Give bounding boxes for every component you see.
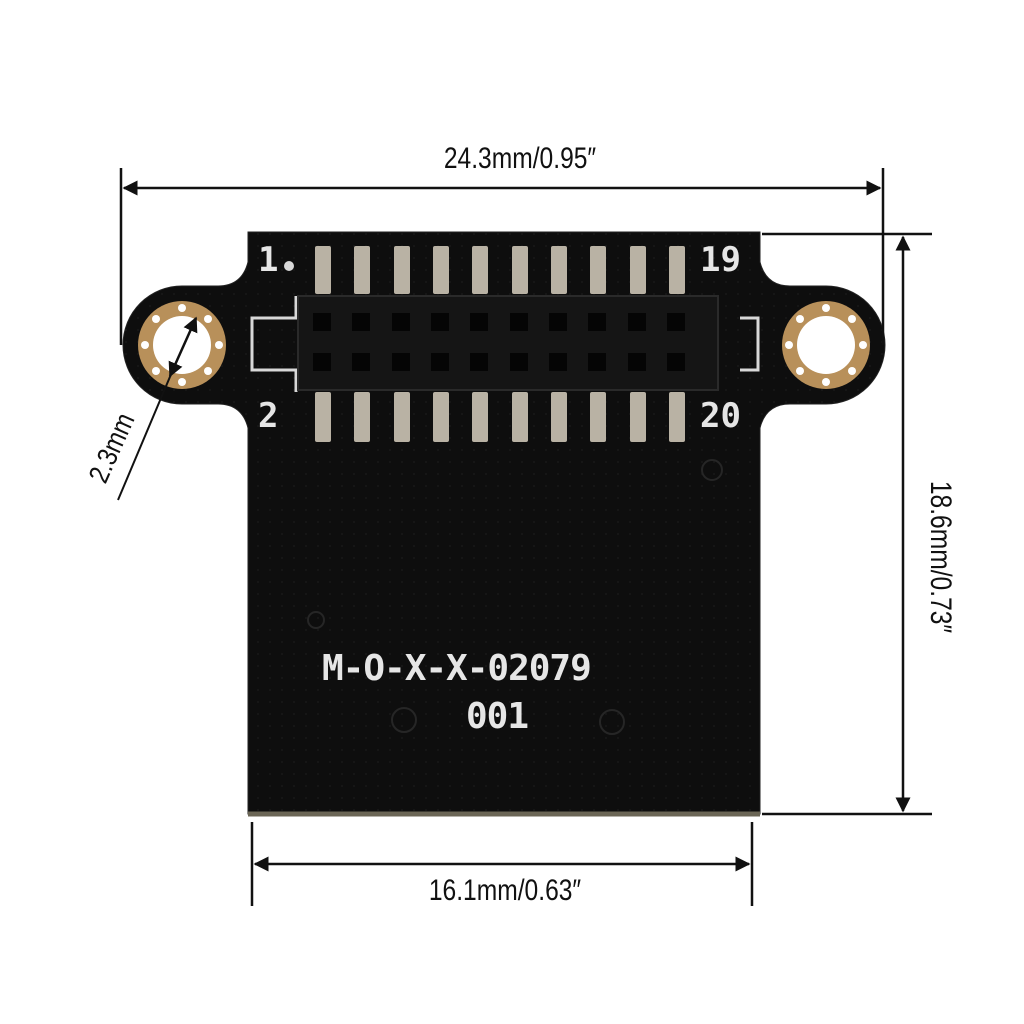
- hole-diameter-dimension: [117, 316, 198, 501]
- header-silkscreen: [250, 296, 760, 392]
- right-mounting-hole: [782, 301, 870, 389]
- overall-width-dimension: [119, 168, 885, 345]
- pads-bottom-row: [315, 392, 685, 442]
- left-mounting-hole: [138, 301, 226, 389]
- pin-label-2: 2: [258, 396, 279, 436]
- height-label: 18.6mm/0.73″: [924, 480, 957, 634]
- board-marking-revision: 001: [466, 696, 529, 737]
- pin-label-19: 19: [700, 240, 741, 280]
- pin-label-1: 1: [258, 240, 279, 280]
- overall-width-label: 24.3mm/0.95″: [443, 142, 597, 175]
- height-dimension: [762, 232, 932, 816]
- pads-top-row: [315, 246, 685, 294]
- vias: [307, 459, 723, 735]
- body-width-label: 16.1mm/0.63″: [428, 874, 582, 907]
- pin-label-20: 20: [700, 396, 741, 436]
- board-marking-part-number: M-O-X-X-02079: [322, 648, 592, 689]
- body-width-dimension: [250, 822, 754, 906]
- pin1-marker-dot: [284, 261, 294, 271]
- female-header-2x10: [297, 295, 719, 391]
